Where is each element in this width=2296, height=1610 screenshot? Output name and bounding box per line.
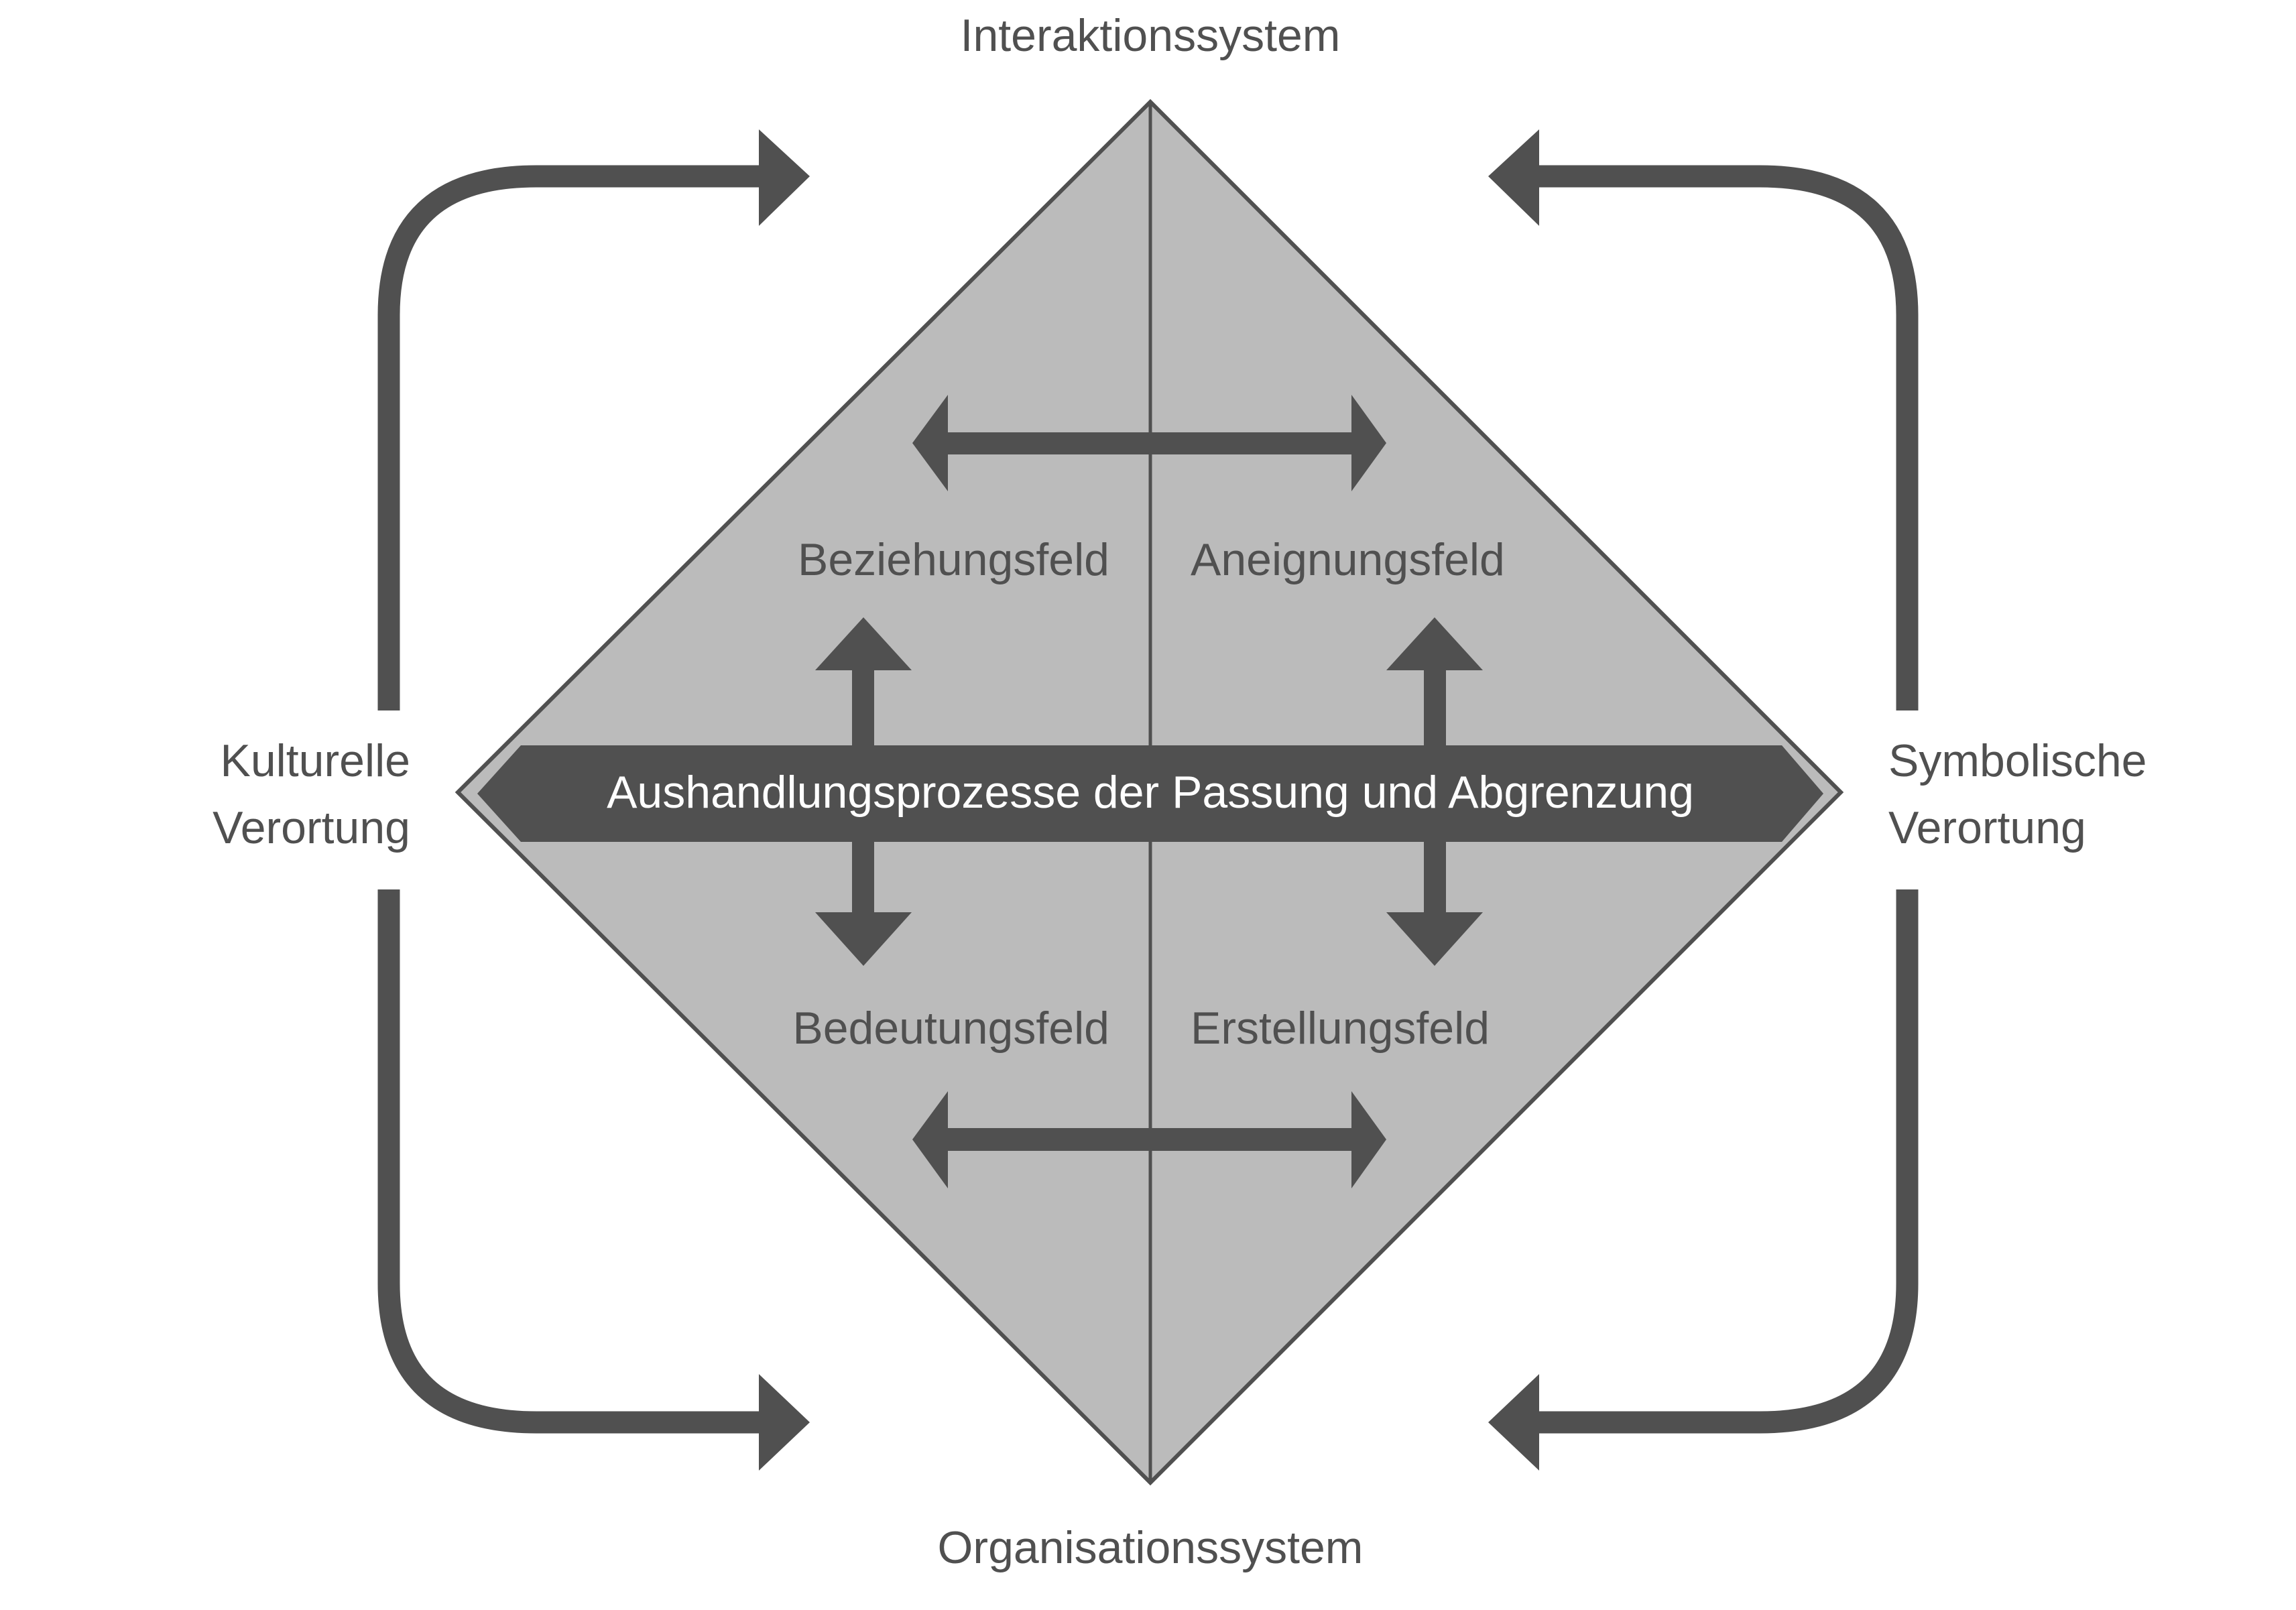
bottom-double-arrow	[912, 1091, 1386, 1188]
field-label-bedeutungsfeld: Bedeutungsfeld	[792, 1003, 1109, 1054]
banner-text: Aushandlungsprozesse der Passung und Abg…	[607, 767, 1694, 818]
right-upper-arrowhead-icon	[1488, 129, 1539, 226]
left-upper-arrowhead-icon	[759, 129, 810, 226]
field-label-beziehungsfeld: Beziehungsfeld	[798, 534, 1109, 585]
label-verortung-left: Verortung	[213, 802, 410, 853]
right-lower-loop-arrow-line	[1535, 889, 1919, 1434]
left-upper-loop-arrow-line	[377, 165, 764, 710]
label-verortung-right: Verortung	[1888, 802, 2086, 853]
right-upper-loop-arrow-line	[1535, 165, 1919, 710]
left-lower-loop-arrow-line	[377, 889, 764, 1434]
negotiation-banner	[477, 745, 1823, 842]
field-label-aneignungsfeld: Aneignungsfeld	[1191, 534, 1505, 585]
left-lower-arrowhead-icon	[759, 1374, 810, 1471]
right-lower-arrowhead-icon	[1488, 1374, 1539, 1471]
label-interaktionssystem: Interaktionssystem	[961, 10, 1341, 61]
label-kulturelle: Kulturelle	[221, 735, 411, 786]
field-label-erstellungsfeld: Erstellungsfeld	[1191, 1003, 1490, 1054]
label-organisationssystem: Organisationssystem	[938, 1522, 1364, 1573]
top-double-arrow	[912, 395, 1386, 491]
label-symbolische: Symbolische	[1888, 735, 2147, 786]
